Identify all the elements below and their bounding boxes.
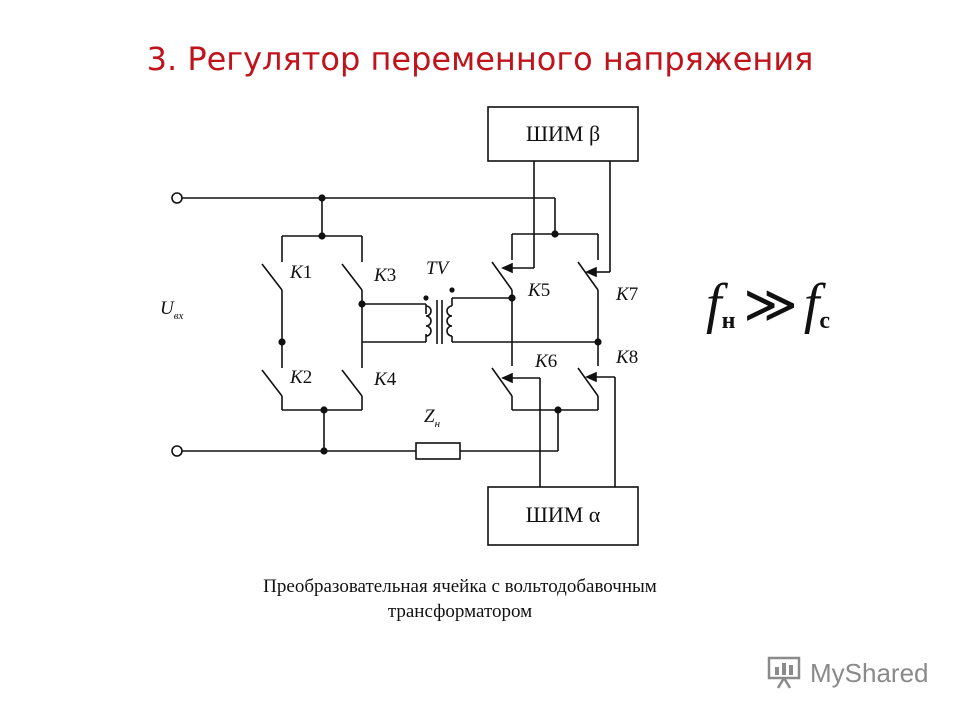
caption-line-2: трансформатором — [387, 601, 533, 622]
load-resistor — [415, 442, 461, 460]
transformer-secondary — [446, 305, 453, 337]
control-arrow-k7 — [585, 266, 597, 278]
switch-k7 — [577, 261, 599, 291]
junction-dot — [320, 447, 328, 455]
switch-label-k8: K8 — [615, 347, 638, 368]
junction-dot — [508, 294, 516, 302]
junction-dot — [318, 232, 326, 240]
pwm-beta-label: ШИМ β — [526, 121, 600, 146]
junction-dot — [551, 230, 559, 238]
input-terminal-bottom — [171, 445, 183, 457]
junction-dot — [320, 406, 328, 414]
switch-label-k2: K2 — [289, 367, 312, 388]
caption-line-1: Преобразовательная ячейка с вольтодобаво… — [263, 576, 657, 597]
transformer-primary — [425, 305, 432, 337]
switch-label-k4: K4 — [373, 369, 397, 390]
switch-k1 — [261, 263, 283, 291]
switch-label-k7: K7 — [615, 284, 638, 305]
switch-k6 — [491, 367, 513, 397]
switch-label-k1: K1 — [289, 262, 312, 283]
watermark-text: MyShared — [810, 658, 929, 688]
winding-dot — [423, 295, 429, 301]
load-label: Zн — [424, 406, 441, 430]
input-terminal-top — [171, 192, 183, 204]
junction-dot — [318, 194, 326, 202]
frequency-relation: fн≫fc — [706, 273, 830, 335]
pwm-alpha-box — [487, 486, 639, 546]
winding-dot — [449, 287, 455, 293]
control-arrow-k6 — [501, 372, 513, 384]
junction-dot — [278, 338, 286, 346]
pwm-beta-box — [487, 106, 639, 162]
control-arrow-k8 — [585, 371, 597, 383]
control-arrow-k5 — [501, 262, 513, 274]
slide-title: 3. Регулятор переменного напряжения — [146, 40, 814, 78]
input-voltage-label: Uвх — [160, 298, 184, 322]
switch-k4 — [341, 369, 363, 397]
watermark-logo: MyShared — [766, 654, 936, 694]
junction-dot — [554, 406, 562, 414]
pwm-alpha-label: ШИМ α — [526, 502, 601, 527]
diagram-caption: Преобразовательная ячейка с вольтодобаво… — [150, 574, 770, 624]
transformer-label: TV — [426, 258, 451, 279]
switch-label-k3: K3 — [373, 265, 396, 286]
presentation-icon — [767, 656, 801, 689]
junction-dot — [358, 300, 366, 308]
junction-dot — [594, 338, 602, 346]
switch-k5 — [491, 261, 513, 291]
switch-k3 — [341, 263, 363, 291]
switch-label-k5: K5 — [527, 280, 550, 301]
switch-k8 — [577, 367, 599, 397]
switch-k2 — [261, 369, 283, 397]
switch-label-k6: K6 — [534, 351, 557, 372]
